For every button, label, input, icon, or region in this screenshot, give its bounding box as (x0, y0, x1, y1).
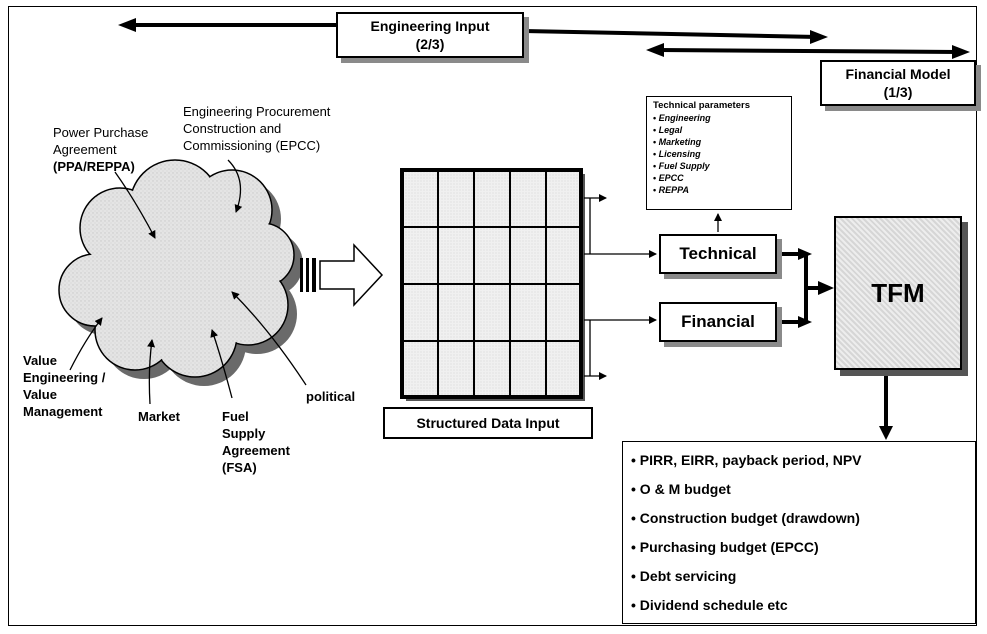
epcc-label: Engineering Procurement Construction and… (183, 103, 330, 154)
technical-box: Technical (659, 234, 777, 274)
output-item: Dividend schedule etc (631, 591, 967, 620)
ppa-label-line: Power Purchase (53, 125, 149, 140)
technical-parameter-item: EPCC (653, 172, 785, 184)
cloud-pointer-lines (69, 159, 307, 405)
technical-parameters-list: Engineering Legal Marketing Licensing Fu… (653, 112, 785, 196)
grid-output-brackets (584, 194, 657, 380)
financial-model-box: Financial Model (1/3) (820, 60, 976, 106)
financial-model-fraction: (1/3) (883, 84, 913, 100)
financial-model-span-arrow (646, 43, 970, 59)
tfm-to-outputs-arrow (879, 372, 893, 440)
epcc-label-line: Commissioning (EPCC) (183, 138, 321, 153)
technical-parameter-item: REPPA (653, 184, 785, 196)
fsa-label-line: Agreement (222, 443, 290, 458)
engineering-input-title: Engineering Input (370, 18, 490, 34)
epcc-label-line: Construction and (183, 121, 282, 136)
value-label-line: Value (23, 387, 57, 402)
output-item: Debt servicing (631, 562, 967, 591)
engineering-input-span-arrow (118, 18, 828, 44)
market-label: Market (138, 409, 180, 424)
fsa-label-line: Supply (222, 426, 266, 441)
fsa-label-line: (FSA) (222, 460, 257, 475)
structured-data-input-label: Structured Data Input (383, 407, 593, 439)
technical-parameter-item: Engineering (653, 112, 785, 124)
technical-parameters-box: Technical parameters Engineering Legal M… (646, 96, 792, 210)
technical-parameter-item: Legal (653, 124, 785, 136)
fsa-label-line: Fuel (222, 409, 249, 424)
ppa-label: Power Purchase Agreement (PPA/REPPA) (53, 124, 148, 175)
outputs-list: PIRR, EIRR, payback period, NPV O & M bu… (631, 446, 967, 620)
value-label-line: Management (23, 404, 103, 419)
outputs-box: PIRR, EIRR, payback period, NPV O & M bu… (622, 441, 976, 624)
input-cloud-shape (58, 159, 303, 386)
technical-parameter-item: Fuel Supply (653, 160, 785, 172)
political-label: political (306, 389, 356, 404)
technical-parameters-title: Technical parameters (653, 100, 750, 111)
cloud-to-grid-arrow (300, 243, 384, 307)
financial-model-title: Financial Model (845, 66, 951, 82)
output-item: Purchasing budget (EPCC) (631, 533, 967, 562)
value-engineering-label: Value Engineering / Value Management (23, 352, 105, 420)
financial-box: Financial (659, 302, 777, 342)
epcc-label-line: Engineering Procurement (183, 104, 331, 119)
output-item: PIRR, EIRR, payback period, NPV (631, 446, 967, 475)
engineering-input-box: Engineering Input (2/3) (336, 12, 524, 58)
fsa-label: Fuel Supply Agreement (FSA) (222, 408, 290, 476)
structured-data-grid (400, 168, 585, 401)
value-label-line: Value (23, 353, 57, 368)
technical-parameter-item: Licensing (653, 148, 785, 160)
tfm-box: TFM (834, 216, 962, 370)
technical-parameter-item: Marketing (653, 136, 785, 148)
ppa-label-line: Agreement (53, 142, 117, 157)
value-label-line: Engineering / (23, 370, 106, 385)
diagram-frame (8, 6, 977, 626)
output-item: Construction budget (drawdown) (631, 504, 967, 533)
engineering-input-fraction: (2/3) (415, 36, 445, 52)
output-item: O & M budget (631, 475, 967, 504)
ppa-label-line: (PPA/REPPA) (53, 159, 135, 174)
tfm-label: TFM (871, 277, 925, 308)
